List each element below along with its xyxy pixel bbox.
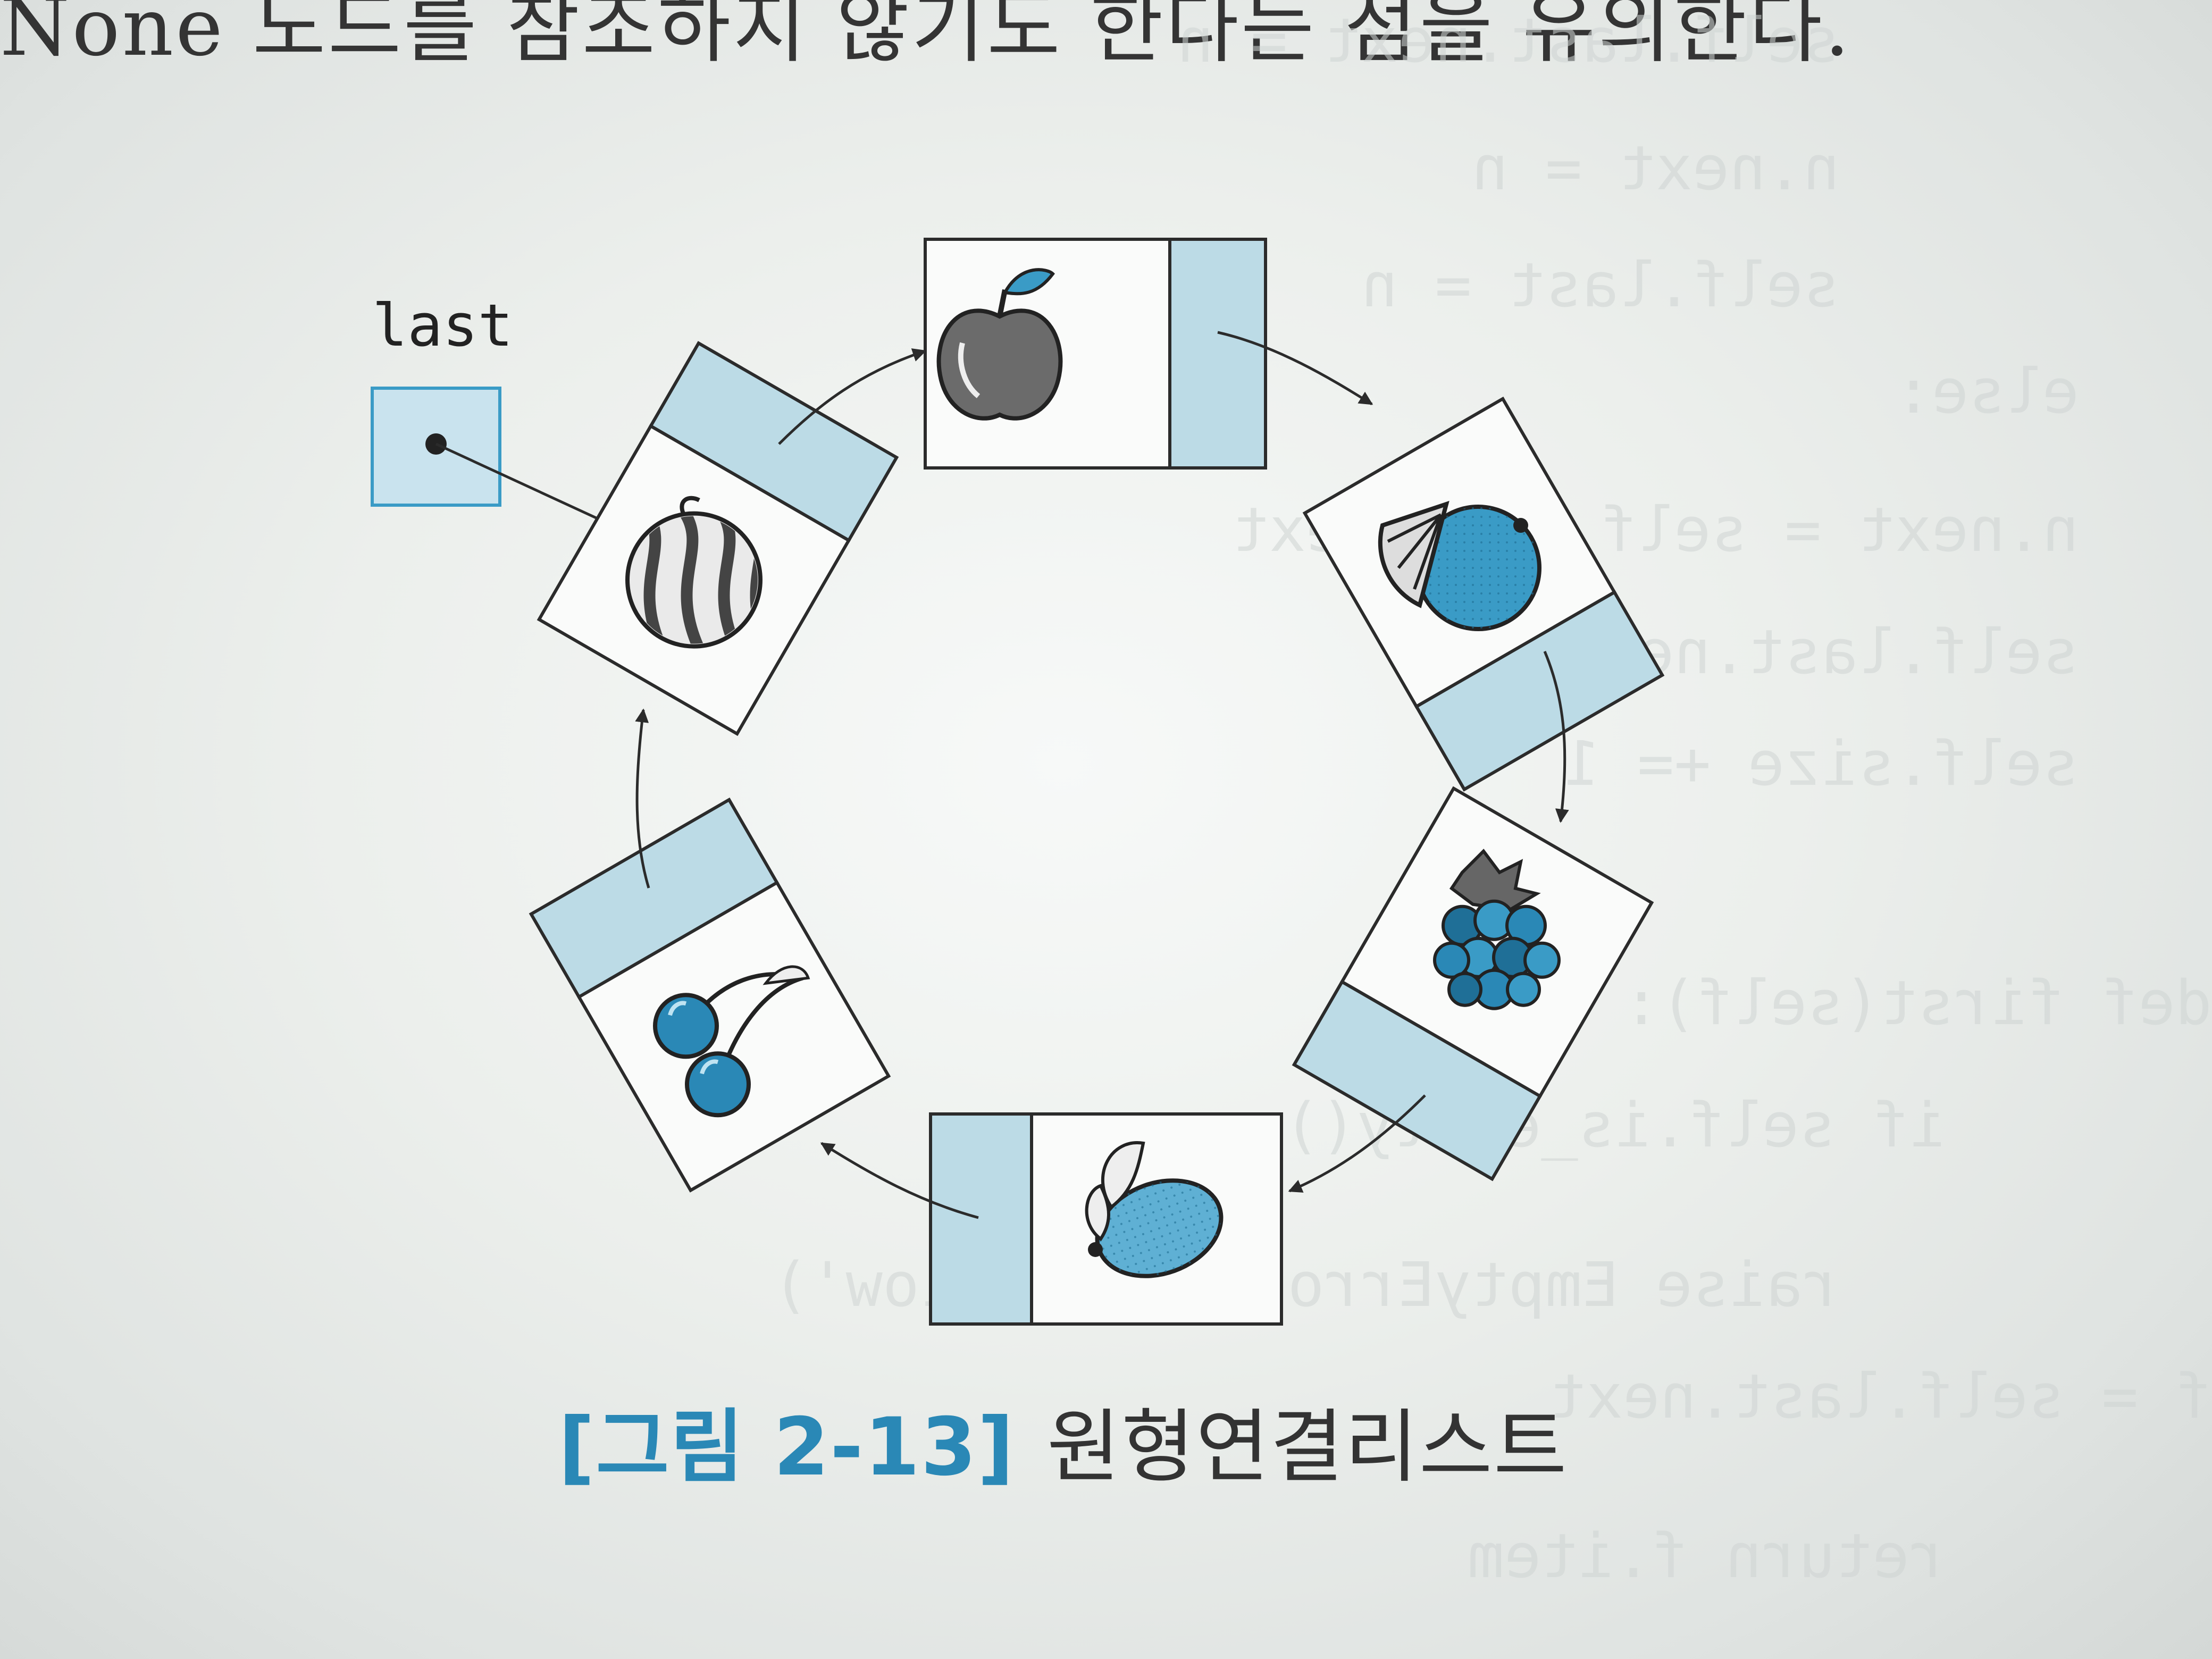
node-link-field — [1292, 979, 1543, 1182]
orange-icon — [1378, 500, 1541, 632]
link-arrow-grapes-to-lemon — [1288, 1094, 1426, 1193]
figure-caption: [그림 2-13] 원형연결리스트 — [558, 1382, 1568, 1498]
node-cherry — [529, 797, 891, 1193]
link-arrow-cherry-to-watermelon — [635, 708, 650, 889]
node-apple — [924, 238, 1267, 470]
cherry-icon — [653, 965, 810, 1118]
node-link-field — [1168, 238, 1267, 470]
watermelon-icon — [625, 496, 763, 649]
node-lemon — [929, 1112, 1283, 1326]
last-pointer-arrow — [435, 442, 610, 525]
figure-title: 원형연결리스트 — [1046, 1401, 1568, 1494]
node-watermelon — [537, 341, 899, 736]
link-arrow-apple-to-orange — [1217, 331, 1373, 406]
link-arrow-lemon-to-cherry — [820, 1142, 979, 1219]
body-text-top: None 노드를 참조하지 않기도 한다는 점을 유의한다. — [0, 0, 1852, 74]
grapes-icon — [1433, 849, 1561, 1010]
node-link-field — [929, 1112, 1033, 1326]
apple-icon — [936, 268, 1063, 421]
last-pointer-label: last — [372, 291, 513, 359]
last-pointer-box — [371, 387, 501, 507]
node-orange — [1302, 396, 1665, 792]
link-arrow-watermelon-to-apple — [778, 348, 927, 445]
figure-number: [그림 2-13] — [558, 1401, 1015, 1494]
link-arrow-orange-to-grapes — [1543, 651, 1569, 823]
node-grapes — [1292, 786, 1654, 1182]
node-data-field — [576, 880, 891, 1193]
lemon-icon — [1085, 1141, 1224, 1278]
